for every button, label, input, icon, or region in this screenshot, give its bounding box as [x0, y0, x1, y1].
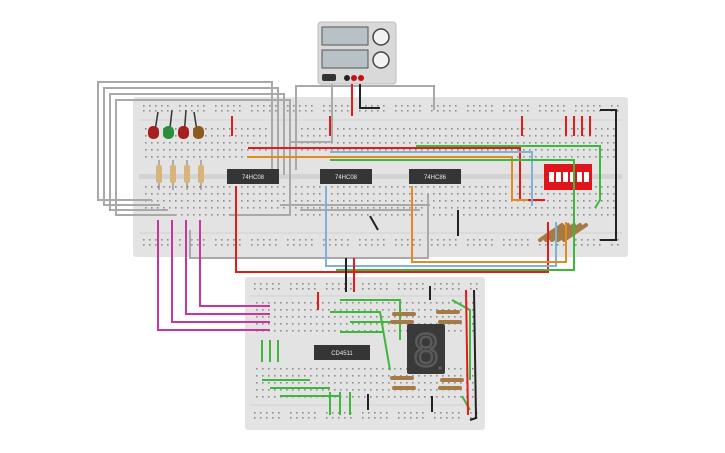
display-digit: 8	[413, 326, 440, 377]
display-resistors[interactable]	[390, 310, 464, 390]
ic-74hc08-1[interactable]: 74HC08	[227, 169, 279, 184]
dip-switch[interactable]	[544, 164, 592, 190]
gray-wires	[97, 81, 435, 259]
ic-label: 74HC08	[242, 175, 265, 181]
resistor-icon	[170, 160, 176, 190]
ic-cd4511[interactable]: CD4511	[314, 345, 370, 360]
led-resistors[interactable]	[156, 160, 204, 190]
breadboard-holes	[143, 105, 619, 419]
main-breadboard[interactable]	[133, 97, 628, 257]
red-led-icon[interactable]	[178, 126, 189, 139]
current-knob-icon[interactable]	[372, 51, 390, 69]
red-led-icon[interactable]	[148, 126, 159, 139]
power-supply[interactable]	[317, 21, 397, 85]
seven-segment-display[interactable]: 8	[407, 324, 445, 378]
ic-label: 74HC86	[424, 175, 447, 181]
ic-74hc08-2[interactable]: 74HC08	[320, 169, 372, 184]
voltage-knob-icon[interactable]	[372, 28, 390, 46]
ic-label: 74HC08	[335, 175, 358, 181]
resistor-icon	[184, 160, 190, 190]
resistor-icon	[156, 160, 162, 190]
decoder-wires	[261, 286, 478, 421]
magenta-wires	[157, 220, 270, 331]
ic-74hc86[interactable]: 74HC86	[409, 169, 461, 184]
resistor-icon	[198, 160, 204, 190]
ic-label: CD4511	[331, 351, 353, 357]
amber-led-icon[interactable]	[193, 126, 204, 139]
signal-wires	[231, 84, 617, 292]
green-led-icon[interactable]	[163, 126, 174, 139]
led-row[interactable]	[148, 109, 204, 139]
